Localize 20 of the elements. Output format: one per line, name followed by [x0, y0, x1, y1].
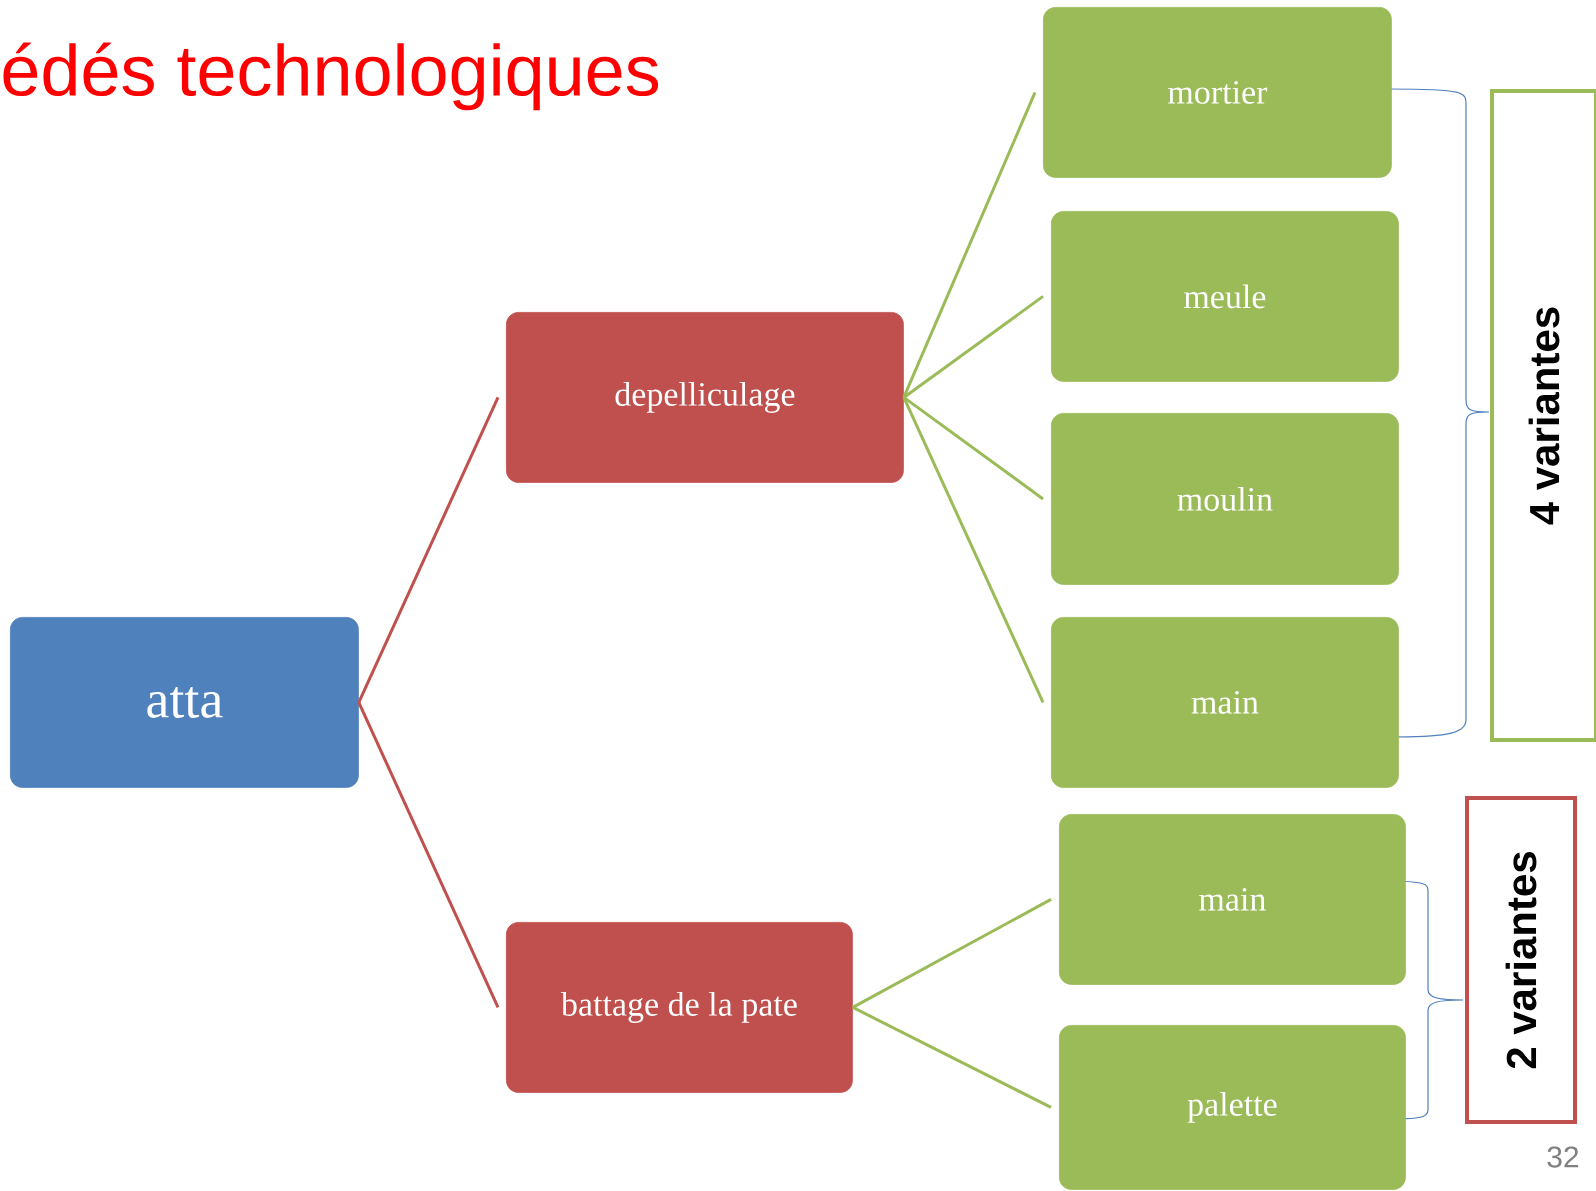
process-box: depelliculage [506, 312, 904, 483]
connector-line [357, 701, 500, 1009]
slide-title: édés technologiques [3, 42, 659, 111]
connector-line [902, 396, 1044, 501]
process-box: main [1059, 814, 1406, 985]
process-box: main [1051, 617, 1399, 788]
count-box: 2 variantes [1465, 796, 1577, 1124]
count-box: 4 variantes [1490, 89, 1596, 742]
process-box: palette [1059, 1025, 1406, 1190]
process-box: meule [1051, 211, 1399, 382]
process-box: battage de la pate [506, 922, 853, 1093]
connector-line [902, 295, 1044, 399]
process-box: atta [10, 617, 359, 788]
process-box: moulin [1051, 413, 1399, 585]
connector-line [902, 396, 1045, 704]
process-box: mortier [1043, 7, 1392, 178]
connector-line [852, 1006, 1052, 1109]
connector-line [852, 898, 1052, 1009]
connector-line [902, 91, 1037, 398]
connector-line [357, 396, 500, 704]
